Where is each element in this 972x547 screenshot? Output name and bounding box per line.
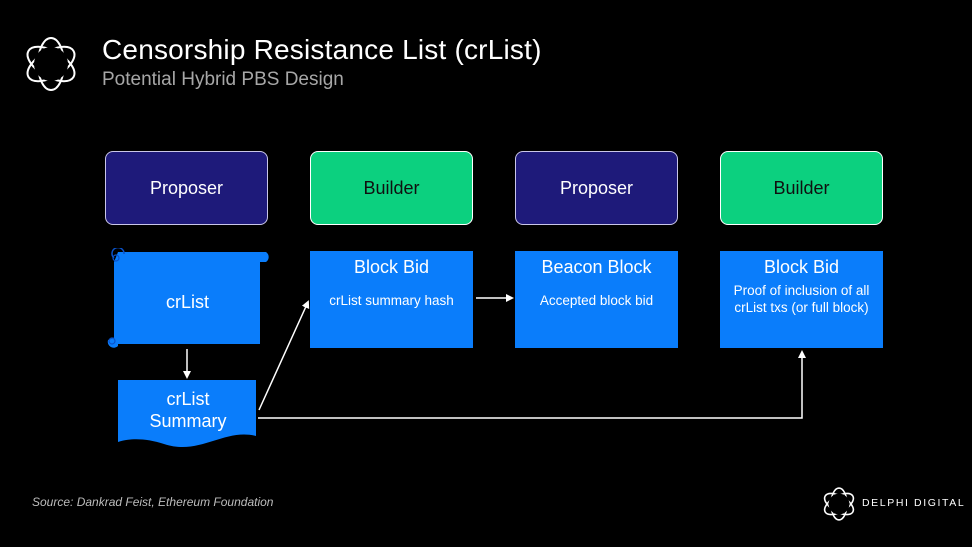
crlist-summary-line2: Summary (149, 411, 227, 431)
builder-box-1: Builder (310, 151, 473, 225)
builder-box-2: Builder (720, 151, 883, 225)
beacon-block-card: Beacon Block Accepted block bid (515, 251, 678, 348)
block-bid-title-2: Block Bid (763, 257, 840, 277)
block-bid-body-2: Proof of inclusion of all crList txs (or… (733, 283, 870, 315)
arrow-summary-to-block-bid (258, 300, 310, 411)
beacon-block-body: Accepted block bid (539, 293, 654, 308)
proposer-box-2: Proposer (515, 151, 678, 225)
crlist-scroll-label: crList (165, 292, 209, 312)
source-note: Source: Dankrad Feist, Ethereum Foundati… (32, 495, 274, 509)
crlist-summary-line1: crList (166, 389, 210, 409)
proposer-box-1: Proposer (105, 151, 268, 225)
brand-wordmark: DELPHI DIGITAL (862, 497, 966, 509)
page-title: Censorship Resistance List (crList) (102, 34, 542, 65)
block-bid-title-1: Block Bid (353, 257, 430, 277)
page-subtitle: Potential Hybrid PBS Design (102, 69, 344, 90)
beacon-block-title: Beacon Block (541, 257, 652, 277)
block-bid-card-1: Block Bid crList summary hash (310, 251, 473, 348)
crlist-summary-document: crList Summary (118, 388, 258, 432)
crlist-scroll-shape (107, 248, 269, 448)
block-bid-card-2: Block Bid Proof of inclusion of all crLi… (720, 251, 883, 348)
block-bid-body-1: crList summary hash (329, 293, 454, 308)
delphi-small-logo-icon (823, 487, 855, 521)
arrow-summary-to-final-bid (258, 350, 806, 419)
delphi-flower-logo-icon (26, 37, 76, 91)
